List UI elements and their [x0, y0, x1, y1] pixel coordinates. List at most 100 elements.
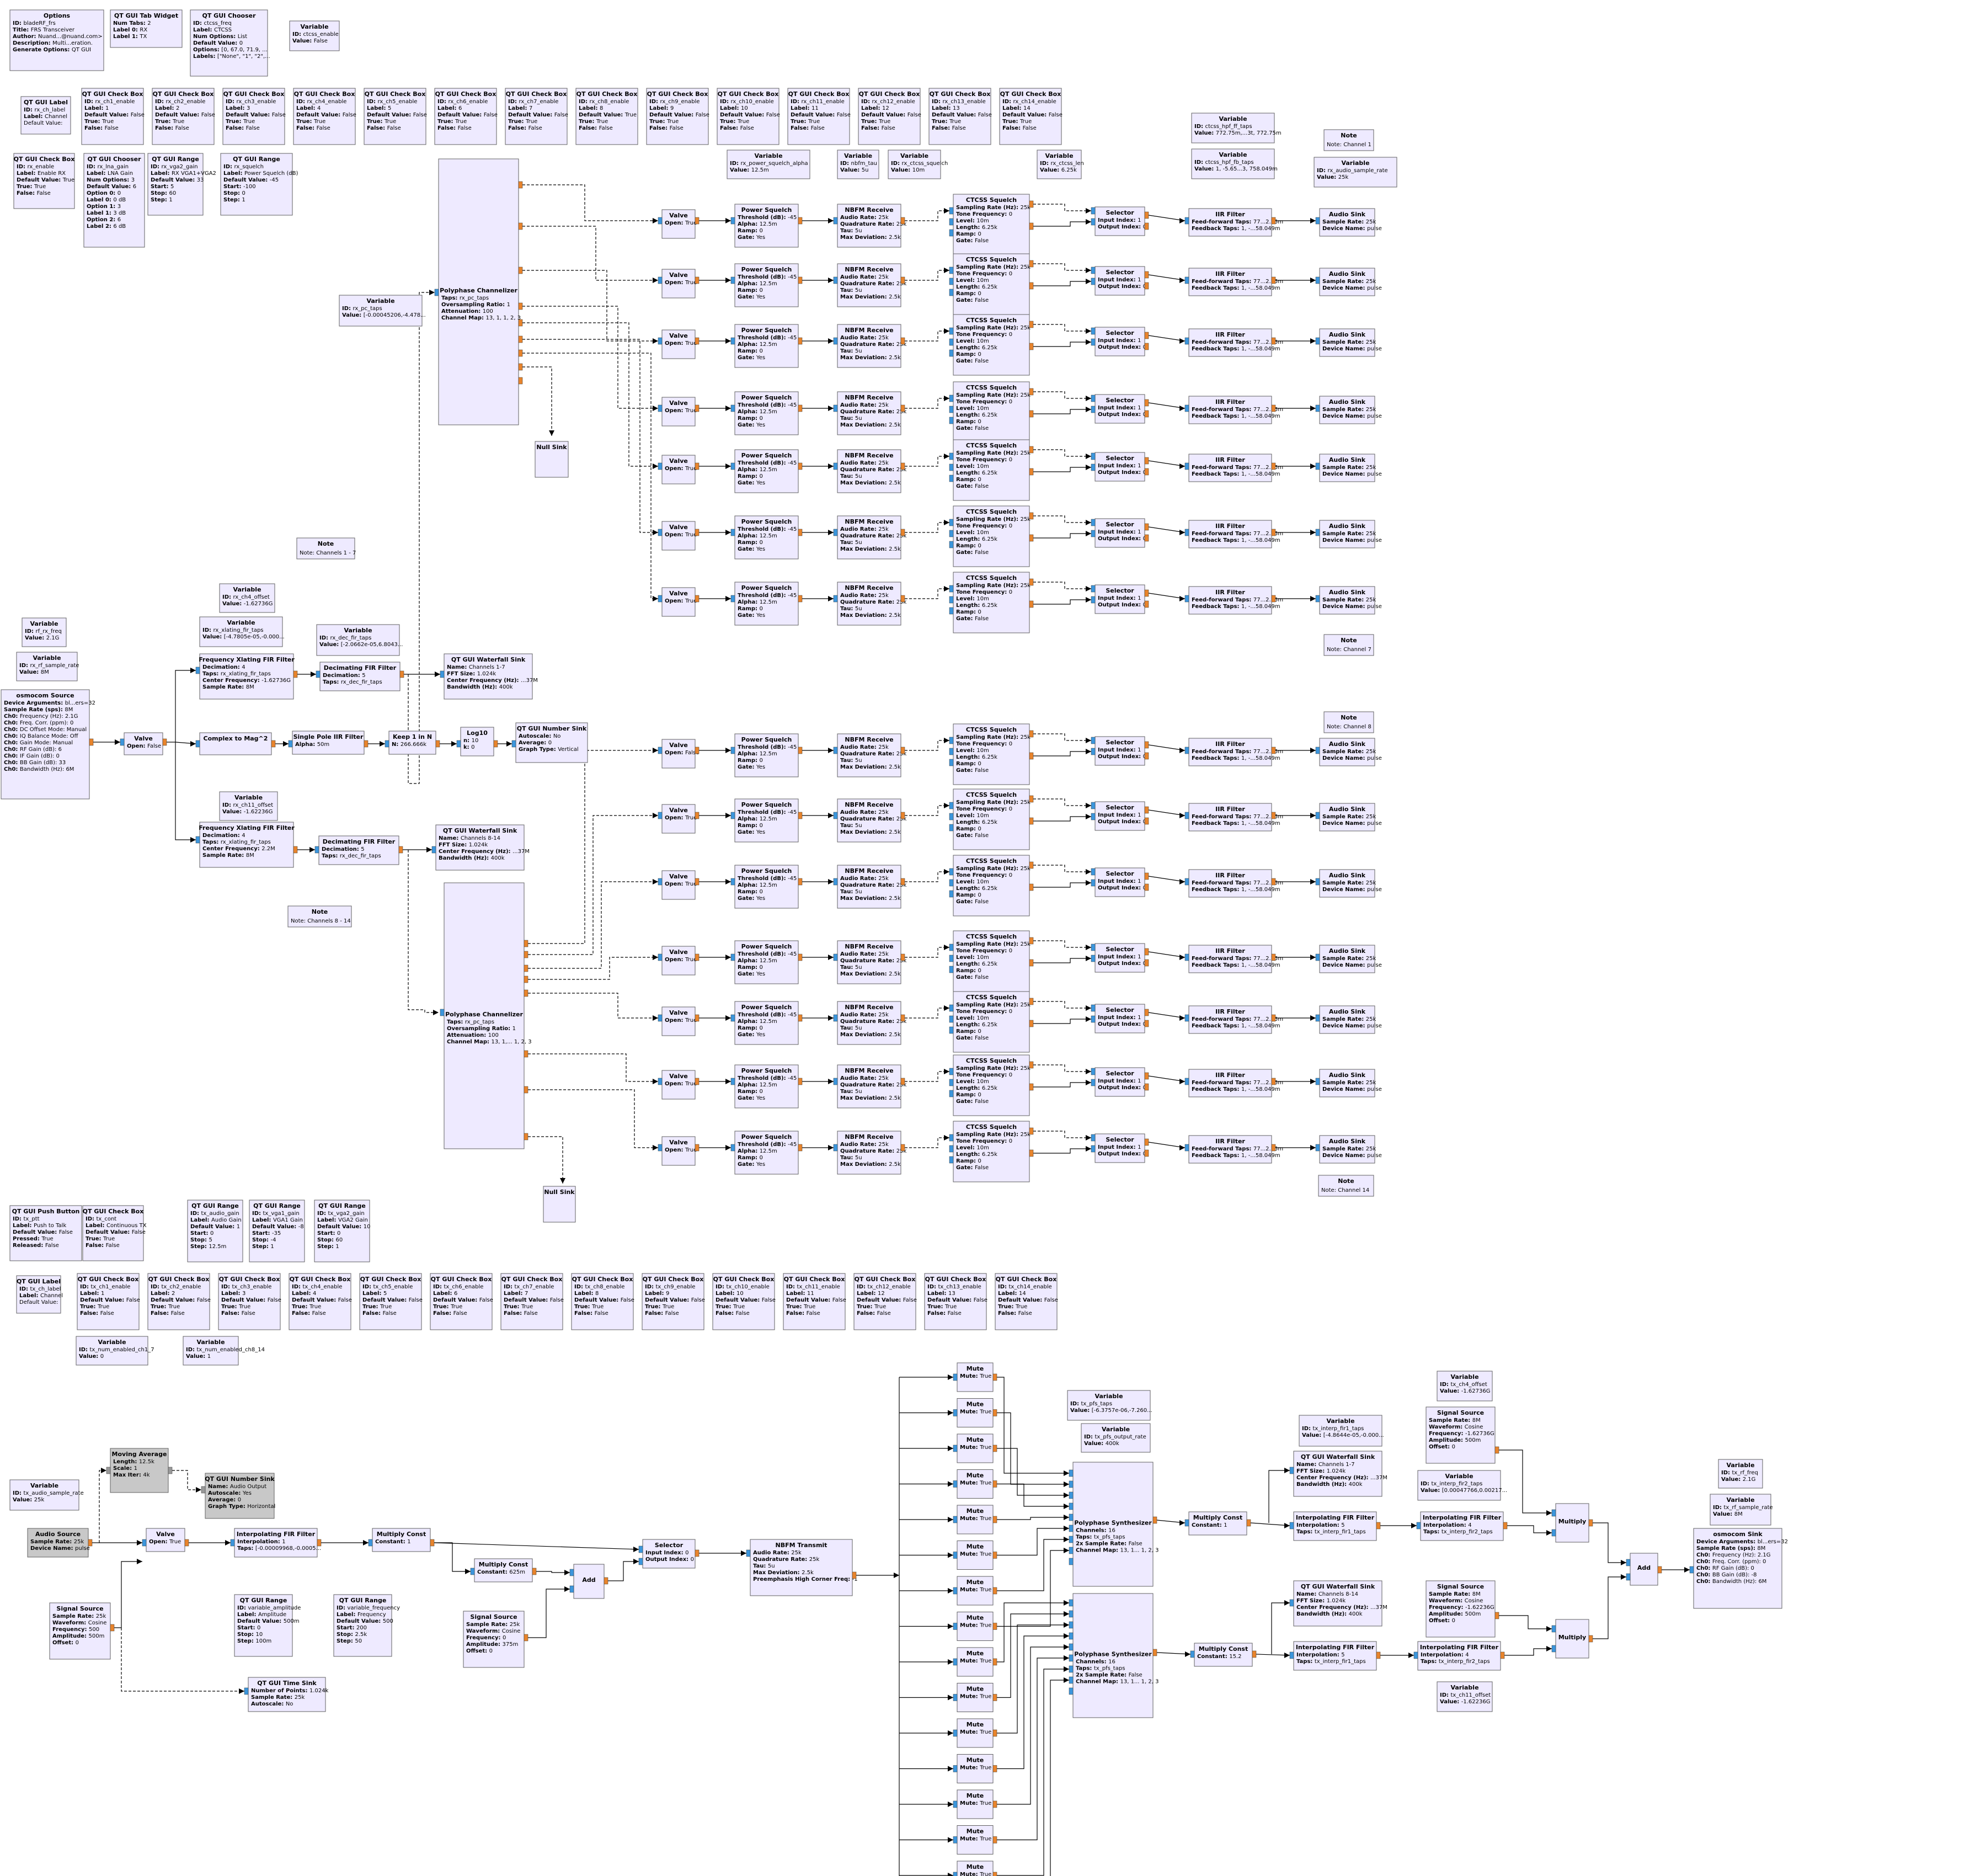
rx-ch1-valve-in-port[interactable] — [658, 217, 663, 225]
rx-ch2-audio-sink-in-port[interactable] — [1315, 276, 1320, 284]
rx-ch5-nbfm-receive-out-port[interactable] — [900, 462, 905, 470]
audio-source-out-port[interactable] — [88, 1539, 93, 1547]
rx-ch13-ctcss-squelch-out-port[interactable] — [1029, 1083, 1034, 1091]
rx-ch5-valve-out-port[interactable] — [695, 462, 700, 470]
rx-ch11-ctcss-squelch-out-port[interactable] — [1029, 959, 1034, 967]
rx-ch13-valve-in-port[interactable] — [658, 1078, 663, 1085]
rx-ch9-valve-out-port[interactable] — [695, 812, 700, 819]
rx-ch7-nbfm-receive-out-port[interactable] — [900, 595, 905, 603]
rx-valve-out-port[interactable] — [162, 738, 167, 746]
rx-ch3-selector-out-port[interactable] — [1144, 332, 1149, 339]
polyphase-channelizer-rx1-out-port[interactable] — [518, 363, 523, 371]
signal-source-4-out-port[interactable] — [1494, 1612, 1499, 1619]
rx-ch4-ctcss-squelch-out-port[interactable] — [1029, 410, 1034, 418]
rx-ch1-ctcss-squelch-in-port[interactable] — [949, 229, 954, 237]
rx-ch10-power-squelch-out-port[interactable] — [798, 878, 803, 886]
rx-ch5-ctcss-squelch-in-port[interactable] — [949, 463, 954, 471]
rx-ch1-ctcss-squelch-out-port[interactable] — [1029, 200, 1034, 208]
tx-add-1-in-port[interactable] — [569, 1585, 574, 1593]
polyphase-synth-1-in-port[interactable] — [1069, 1480, 1074, 1488]
tx-interp-fir-3-in-port[interactable] — [1289, 1651, 1294, 1659]
rx-ch7-iir-filter-in-port[interactable] — [1184, 595, 1189, 603]
rx-ch1-nbfm-receive-out-port[interactable] — [900, 217, 905, 225]
polyphase-channelizer-rx2-out-port[interactable] — [524, 964, 528, 972]
rx-ch13-nbfm-receive-out-port[interactable] — [900, 1078, 905, 1085]
polyphase-channelizer-rx1-out-port[interactable] — [518, 319, 523, 327]
rx-ch3-power-squelch-out-port[interactable] — [798, 337, 803, 345]
rx-ch3-ctcss-squelch-in-port[interactable] — [949, 349, 954, 357]
tx-number-sink-in-port[interactable] — [201, 1486, 206, 1494]
rx-ch8-power-squelch-out-port[interactable] — [798, 747, 803, 754]
polyphase-synth-2-in-port[interactable] — [1069, 1599, 1074, 1607]
rx-number-sink-in-port[interactable] — [511, 740, 516, 748]
mute-4-in-port[interactable] — [953, 1480, 958, 1488]
rx-ch5-nbfm-receive-in-port[interactable] — [833, 462, 838, 470]
rx-ch7-selector-out-port[interactable] — [1144, 589, 1149, 597]
tx-interp-fir-2-in-port[interactable] — [1416, 1522, 1421, 1529]
rx-ch7-audio-sink-in-port[interactable] — [1315, 595, 1320, 603]
rx-ch3-iir-filter-out-port[interactable] — [1271, 337, 1276, 345]
rx-ch14-power-squelch-out-port[interactable] — [798, 1144, 803, 1152]
rx-ch14-ctcss-squelch-in-port[interactable] — [949, 1134, 954, 1142]
rx-ch4-nbfm-receive-out-port[interactable] — [900, 404, 905, 412]
rx-ch2-ctcss-squelch-in-port[interactable] — [949, 267, 954, 274]
rx-ch12-nbfm-receive-in-port[interactable] — [833, 1014, 838, 1022]
tx-waterfall-2-in-port[interactable] — [1289, 1599, 1294, 1607]
rx-ch4-valve-in-port[interactable] — [658, 404, 663, 412]
rx-ch1-iir-filter-out-port[interactable] — [1271, 217, 1276, 225]
rx-ch9-iir-filter-out-port[interactable] — [1271, 812, 1276, 819]
rx-ch7-valve-out-port[interactable] — [695, 595, 700, 603]
rx-ch3-power-squelch-in-port[interactable] — [730, 337, 735, 345]
tx-waterfall-1-in-port[interactable] — [1289, 1467, 1294, 1474]
rx-ch14-audio-sink-in-port[interactable] — [1315, 1144, 1320, 1152]
tx-selector-in-port[interactable] — [638, 1545, 643, 1553]
null-sink-rx2[interactable]: Null Sink — [543, 1186, 576, 1223]
tx-mult-const-3-out-port[interactable] — [1246, 1519, 1251, 1527]
mute-6-out-port[interactable] — [992, 1552, 997, 1559]
rx-ch13-ctcss-squelch-in-port[interactable] — [949, 1079, 954, 1086]
rx-ch11-selector-out-port[interactable] — [1144, 959, 1149, 967]
mute-1-out-port[interactable] — [992, 1373, 997, 1381]
rx-ch1-nbfm-receive-in-port[interactable] — [833, 217, 838, 225]
polyphase-synth-1-in-port[interactable] — [1069, 1558, 1074, 1565]
rx-ch12-iir-filter-in-port[interactable] — [1184, 1014, 1189, 1022]
tx-mult-const-1-in-port[interactable] — [368, 1539, 373, 1547]
